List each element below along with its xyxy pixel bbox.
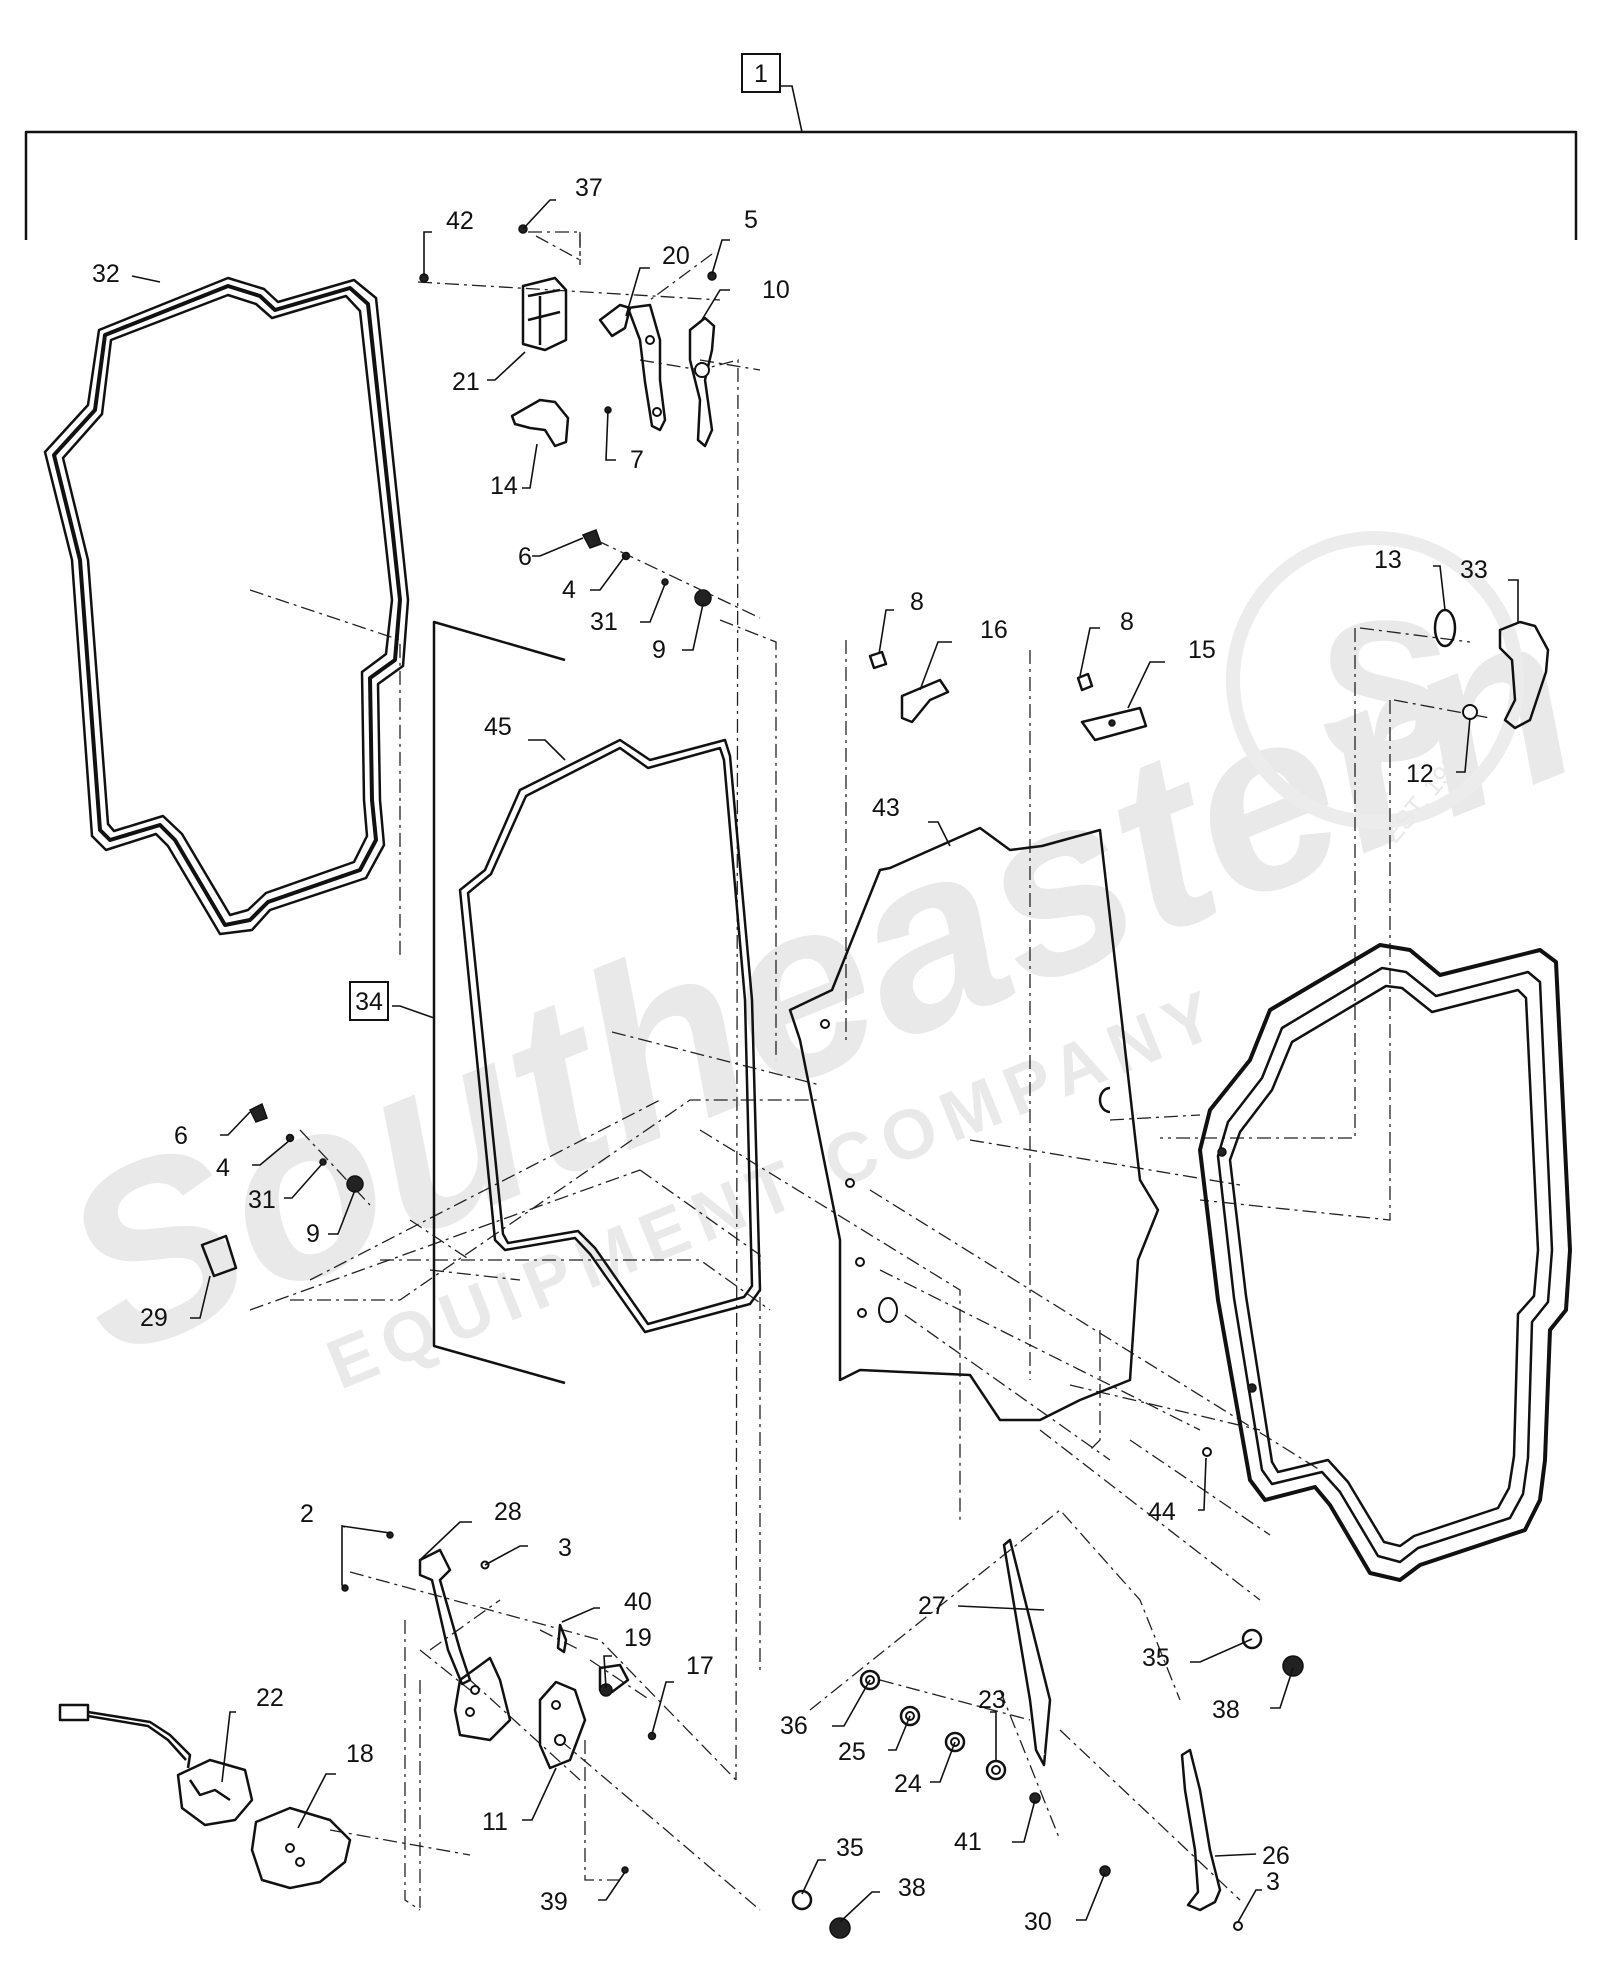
callout-26: 26 [1262,1842,1290,1870]
callout-21: 21 [452,368,480,396]
callout-25: 25 [838,1738,866,1766]
callout-11: 11 [482,1808,508,1836]
callout-9: 9 [652,636,666,664]
door-panel-icon [788,826,1160,1422]
callout-31b: 31 [248,1186,276,1214]
door-frame-icon [1198,943,1572,1582]
callout-18: 18 [346,1740,374,1768]
callout-23: 23 [978,1686,1006,1714]
callout-box-1 [741,53,781,93]
watermark-seal [1226,531,1524,829]
callout-31: 31 [590,608,618,636]
latch-assembly [419,224,717,448]
callout-8a: 8 [910,588,924,616]
callout-1: 1 [754,60,768,88]
callout-22: 22 [256,1684,284,1712]
callout-35b: 35 [836,1834,864,1862]
callout-33: 33 [1460,556,1488,584]
callout-16: 16 [980,616,1008,644]
leader-lines [131,199,1519,1923]
callout-10: 10 [762,276,790,304]
callout-32: 32 [92,260,120,288]
callout-28: 28 [494,1498,522,1526]
watermark: Southeastern EQUIPMENT COMPANY S EST. 19… [25,531,1600,1409]
callout-38a: 38 [1212,1696,1240,1724]
door-seal-icon [43,276,410,936]
callout-19: 19 [624,1624,652,1652]
callout-43: 43 [872,794,900,822]
window-glass-icon [458,738,762,1334]
callout-35a: 35 [1142,1644,1170,1672]
callout-labels: 37 42 5 20 10 21 14 7 6 4 31 9 32 45 43 … [92,174,1488,1936]
subassembly-bracket: 34 [349,620,566,1385]
callout-9b: 9 [306,1220,320,1248]
wiper-blade-icon [1002,1538,1052,1767]
center-lines [249,231,1491,1911]
callout-4: 4 [562,576,576,604]
callout-6: 6 [518,543,532,571]
wiper-motor-icon [58,1703,352,1890]
callout-12: 12 [1406,760,1434,788]
callout-7: 7 [630,446,644,474]
callout-14: 14 [490,472,518,500]
callout-5: 5 [744,206,758,234]
callout-44: 44 [1148,1498,1176,1526]
callout-15: 15 [1188,636,1216,664]
washers [791,1628,1304,1939]
callout-2: 2 [300,1500,314,1528]
wiper-arm-icon [1099,1748,1243,1931]
callout-17: 17 [686,1652,714,1680]
callout-41: 41 [954,1828,982,1856]
callout-6b: 6 [174,1122,188,1150]
callout-38b: 38 [898,1874,926,1902]
callout-27: 27 [918,1592,946,1620]
callout-42: 42 [446,207,474,235]
label-decal-icon [200,1234,238,1278]
clips [868,650,1148,742]
callout-24: 24 [894,1770,922,1798]
assembly-bracket: 1 [24,53,1578,240]
callout-4b: 4 [216,1154,230,1182]
callout-3b: 3 [1266,1868,1280,1896]
callout-3a: 3 [558,1534,572,1562]
watermark-seal-letter: S [1318,580,1451,803]
callout-13: 13 [1374,546,1402,574]
callout-box-34 [349,981,389,1021]
callout-8b: 8 [1120,608,1134,636]
callout-34: 34 [355,988,383,1016]
callout-36: 36 [780,1712,808,1740]
callout-29: 29 [140,1304,168,1332]
hardware-upper [581,529,761,619]
hardware-lower [200,1102,364,1278]
callout-40: 40 [624,1588,652,1616]
callout-39: 39 [540,1888,568,1916]
callout-37: 37 [575,174,603,202]
callout-45: 45 [484,713,512,741]
callout-30: 30 [1024,1908,1052,1936]
callout-20: 20 [662,242,690,270]
plug-icon [1202,1447,1212,1457]
